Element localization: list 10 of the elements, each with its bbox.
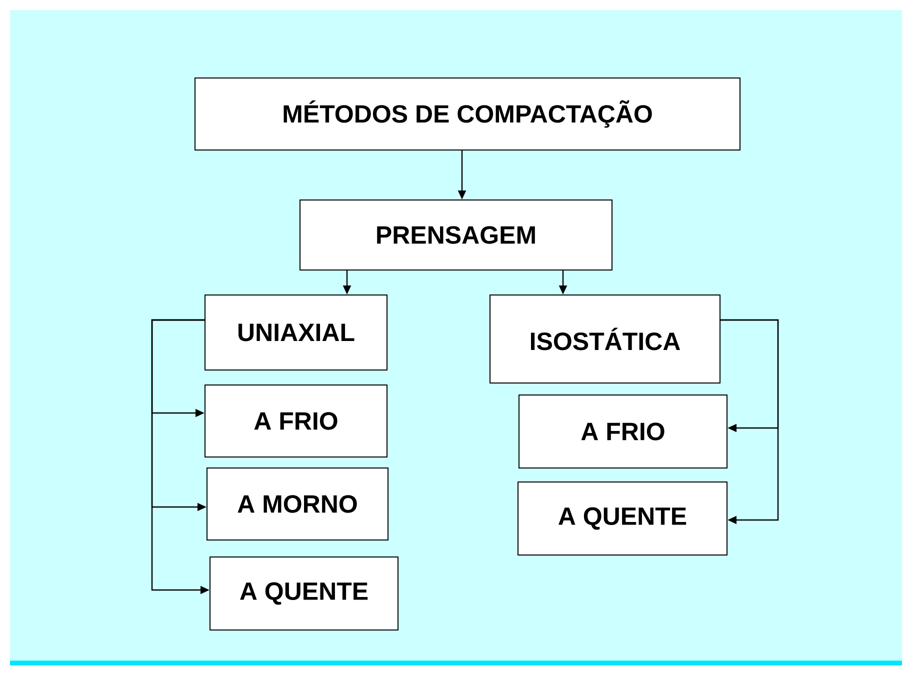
process-box: PRENSAGEM (300, 200, 612, 270)
process-box: A QUENTE (518, 482, 728, 556)
process-box: A FRIO (204, 384, 388, 458)
process-box: A QUENTE (210, 556, 398, 630)
arrow (720, 319, 779, 524)
process-box: MÉTODOS DE COMPACTAÇÃO (194, 78, 740, 150)
process-box: A FRIO (518, 394, 728, 468)
process-box: ISOSTÁTICA (490, 294, 720, 384)
process-box: A MORNO (206, 468, 388, 540)
process-box: UNIAXIAL (204, 294, 388, 370)
